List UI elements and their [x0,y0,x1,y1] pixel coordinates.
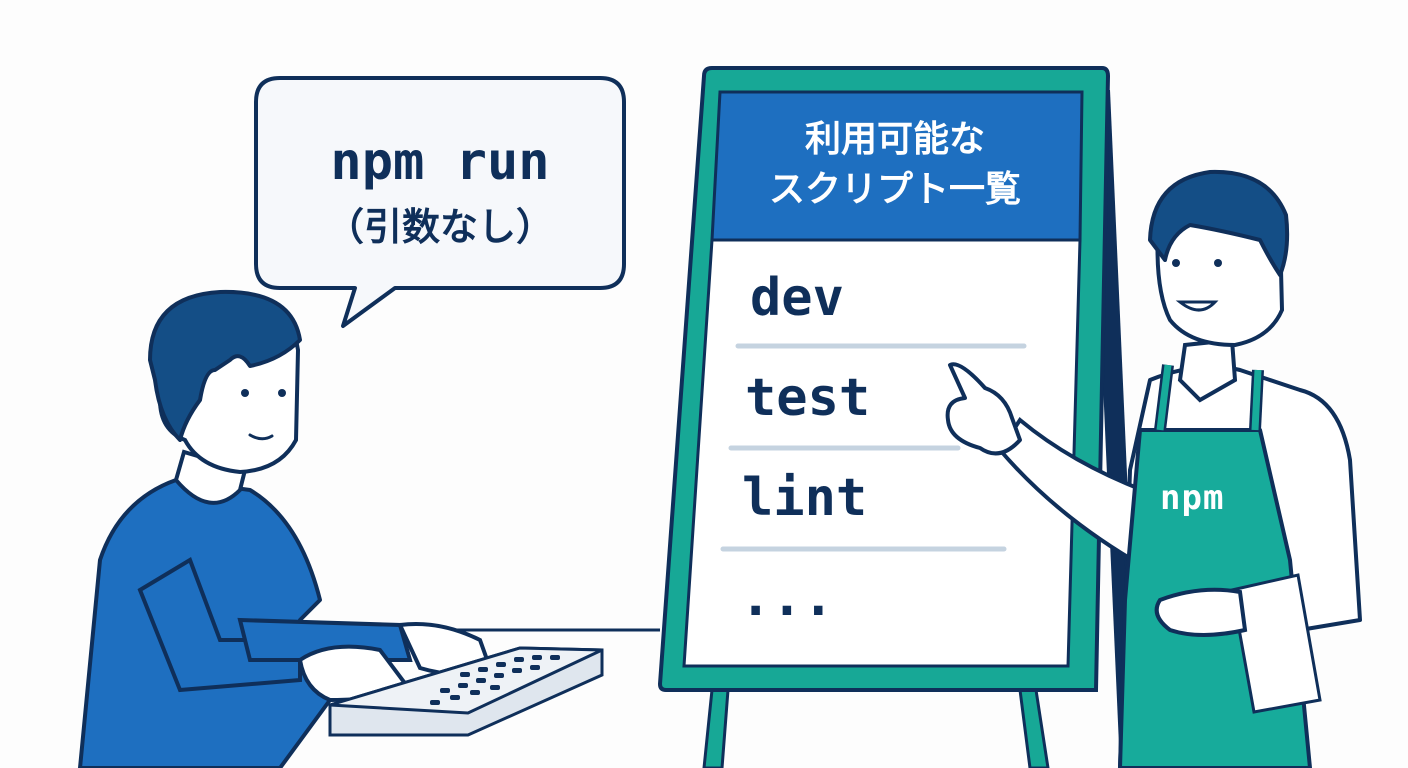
user-character [78,289,493,768]
board-title-line2: スクリプト一覧 [768,169,1021,210]
script-item-dev: dev [750,268,844,328]
npm-staff-character [945,169,1362,768]
script-item-test: test [745,368,871,428]
speech-bubble-shape [254,76,626,328]
script-item-lint: lint [742,468,868,528]
apron-npm-logo: npm [1160,478,1225,518]
script-item-more: ... [740,568,834,628]
signboard-frame [657,66,1111,692]
board-title: 利用可能な スクリプト一覧 [720,100,1070,215]
command-text: npm run [330,132,550,192]
speech-bubble: npm run （引数なし） [262,82,618,253]
command-note: （引数なし） [325,205,554,249]
board-title-line1: 利用可能な [804,119,985,160]
keyboard [328,646,604,737]
